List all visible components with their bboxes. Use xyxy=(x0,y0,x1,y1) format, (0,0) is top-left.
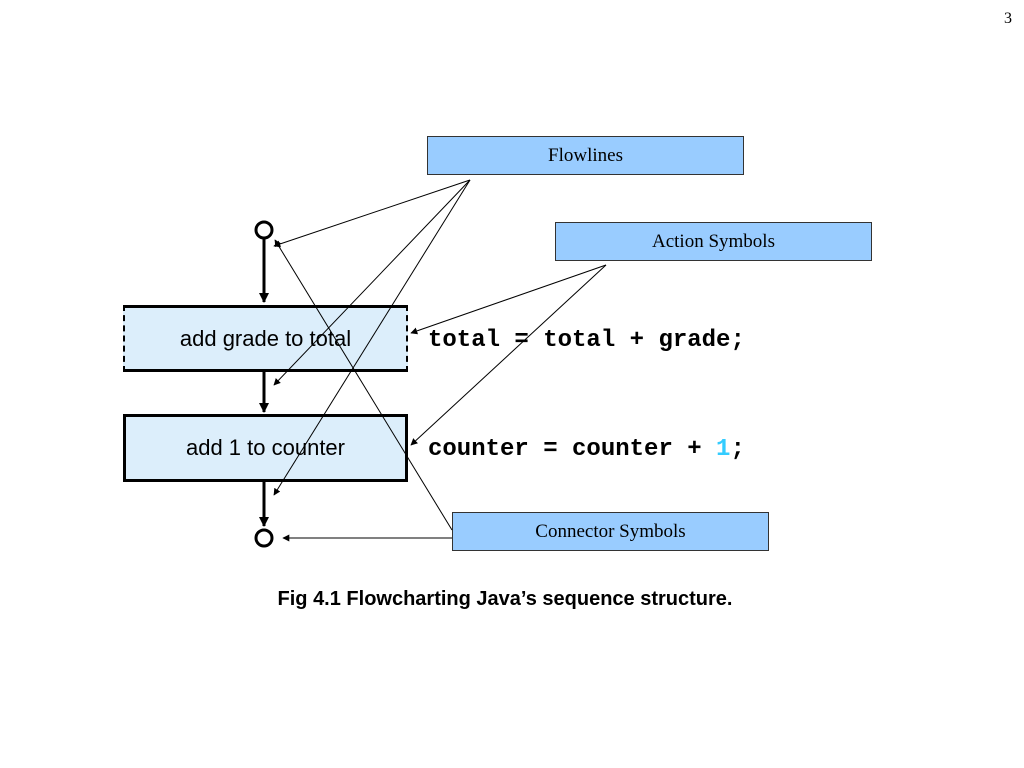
page-number: 3 xyxy=(1004,10,1012,27)
code-line-total: total = total + grade; xyxy=(428,327,745,354)
action-pointer-to-bottom-box xyxy=(410,264,607,446)
action-symbol-add-grade: add grade to total xyxy=(123,305,408,372)
flowlines-callout-label: Flowlines xyxy=(548,144,623,166)
action-symbols-callout: Action Symbols xyxy=(555,222,872,261)
action-symbol-add-counter-label: add 1 to counter xyxy=(185,435,345,460)
flowlines-callout: Flowlines xyxy=(427,136,744,175)
action-symbols-callout-label: Action Symbols xyxy=(652,230,775,252)
connector-pointer-to-start xyxy=(274,239,453,531)
flowlines-pointer-to-bottom xyxy=(273,179,471,496)
figure-caption: Fig 4.1 Flowcharting Java’s sequence str… xyxy=(277,588,733,610)
action-symbol-add-grade-label: add grade to total xyxy=(179,326,352,351)
action-pointer-to-top-box xyxy=(410,264,607,335)
connector-end-circle xyxy=(254,528,274,548)
connector-symbols-callout: Connector Symbols xyxy=(452,512,769,551)
flowlines-pointer-to-middle xyxy=(273,179,471,386)
connector-start-circle xyxy=(254,220,274,240)
flowlines-pointer-to-start xyxy=(273,179,471,248)
code-line-counter-suffix: ; xyxy=(730,436,745,463)
code-line-counter-prefix: counter = counter + xyxy=(428,436,717,463)
code-literal-one: 1 xyxy=(716,436,731,463)
connector-symbols-callout-label: Connector Symbols xyxy=(535,520,686,542)
code-line-counter: counter = counter + 1; xyxy=(428,436,745,463)
action-symbol-add-counter: add 1 to counter xyxy=(123,414,408,482)
